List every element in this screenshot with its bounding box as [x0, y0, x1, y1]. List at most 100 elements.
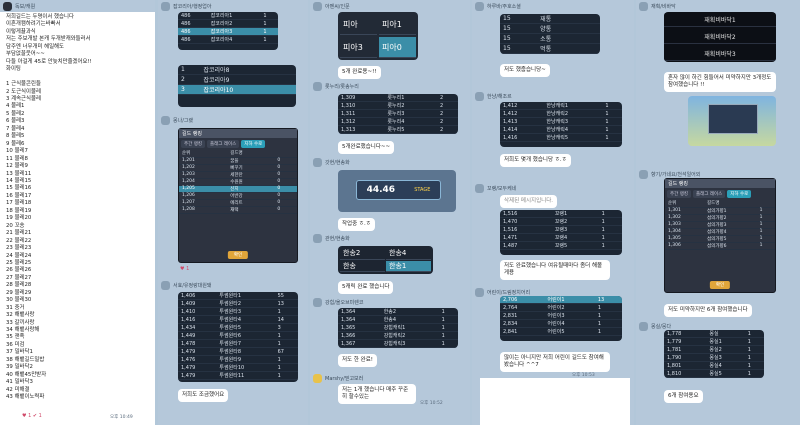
table-cell: 1,409	[178, 299, 217, 308]
profile-avatar[interactable]	[161, 280, 170, 290]
table-cell: 투썸원타6	[216, 331, 275, 340]
message-line: 26 물레26	[6, 267, 32, 274]
table-cell: 1,208	[179, 206, 228, 214]
profile-avatar[interactable]	[475, 287, 484, 297]
table-cell	[282, 84, 296, 95]
ranking-tab[interactable]: 지하 수로	[241, 140, 266, 148]
table-cell: 강힘캐릭3	[380, 339, 439, 348]
message-header: 강힘/올오브미렌코	[310, 296, 367, 308]
table-cell: 1	[598, 241, 622, 250]
character-name: 피아0	[379, 37, 416, 58]
chat-bubble[interactable]: 저도 완료했습니다 여유될때마다 좀더 해볼게용	[500, 260, 610, 280]
profile-avatar[interactable]	[639, 321, 648, 331]
table-cell: 0	[274, 206, 297, 214]
profile-avatar[interactable]	[475, 1, 484, 11]
table-cell: 1,366	[338, 331, 381, 340]
table-cell: 2,706	[500, 296, 545, 304]
message-line: 2 도근식이물레	[6, 88, 41, 95]
profile-avatar[interactable]	[3, 1, 12, 11]
chat-bubble[interactable]: 6개 참여용요	[664, 390, 703, 403]
confirm-button[interactable]: 확인	[227, 251, 249, 259]
ranking-tab[interactable]: 지하 수로	[727, 190, 752, 198]
chat-bubble[interactable]: 저희도 조금했어요	[178, 389, 229, 402]
stage-score: 44.46	[366, 185, 396, 195]
game-screenshot[interactable]	[688, 96, 776, 146]
confirm-button[interactable]: 확인	[709, 281, 731, 289]
table-cell: 0	[274, 199, 297, 207]
profile-avatar[interactable]	[313, 297, 322, 307]
ranking-tab[interactable]: 플래그 레이스	[207, 140, 240, 148]
chat-bubble[interactable]: 혼자 많이 하긴 힘들어서 미약하지만 3개정도 참여했습니다 !!	[664, 72, 776, 92]
message-line: 42 미해결	[6, 386, 30, 393]
profile-avatar[interactable]	[475, 183, 484, 193]
sender-name: 재획/비바닥	[651, 3, 676, 10]
profile-avatar[interactable]	[639, 1, 648, 11]
message-line: 29 물레29	[6, 289, 32, 296]
chat-bubble[interactable]: 저희도 몇개 했습니당 ㅎ.ㅎ	[500, 154, 571, 167]
profile-avatar[interactable]	[313, 157, 322, 167]
table-cell: 1,416	[500, 133, 544, 142]
sender-name: 갓현/현송화	[325, 159, 350, 166]
chat-bubble[interactable]: 작업중 ㅎ.ㅎ	[338, 218, 375, 231]
ranking-tab[interactable]: 주간 랭킹	[667, 190, 691, 198]
chat-bubble[interactable]: 저도 미약하지만 6개 참여했습니다	[664, 304, 752, 317]
reaction-bar[interactable]: ♥ 1 ✔ 1	[22, 413, 42, 419]
message-line: 7 물레4	[6, 125, 25, 132]
deleted-message: 삭제된 메시지입니다.	[500, 195, 558, 208]
chat-bubble[interactable]: 5캐릭 완료 했습니다	[338, 281, 394, 294]
profile-avatar[interactable]	[313, 81, 322, 91]
chat-bubble[interactable]: 저도 했줍습니당~	[500, 64, 550, 77]
profile-avatar[interactable]	[475, 91, 484, 101]
chat-bubble[interactable]: 5개 완료용~!!	[338, 66, 381, 79]
sender-name: 잡코리아/행정업아	[173, 3, 212, 10]
profile-avatar[interactable]	[313, 373, 322, 383]
table-cell: 한냥캐릭1	[543, 102, 603, 110]
chat-bubble[interactable]: 5개완료했습니다~~	[338, 141, 395, 154]
chat-bubble[interactable]: 저는 1개 했습니다 매주 꾸준히 할수있는	[338, 384, 416, 404]
table-cell: 어린이4	[544, 319, 595, 328]
sender-name: 하루바/주호소셜	[487, 3, 521, 10]
profile-avatar[interactable]	[313, 1, 322, 11]
profile-avatar[interactable]	[313, 233, 322, 243]
ranking-tab[interactable]: 주간 랭킹	[181, 140, 205, 148]
table-cell: 몽실4	[706, 361, 745, 370]
profile-avatar[interactable]	[639, 169, 648, 179]
sender-name: 어린이/드림정치어리	[487, 289, 531, 296]
table-cell: 1,410	[178, 307, 217, 316]
table-cell: 1,202	[179, 164, 228, 172]
table-cell: 1	[598, 225, 622, 234]
table-cell: 잡코리아9	[200, 74, 283, 85]
message-header: 재획/비바닥	[636, 0, 800, 12]
game-stage-screenshot[interactable]: 44.46 STAGE	[338, 170, 456, 212]
profile-avatar[interactable]	[161, 1, 170, 11]
profile-avatar[interactable]	[161, 115, 170, 125]
chat-bubble[interactable]: 많이는 아니지만 저희 어린이 길드도 참여해봤습니다 ^^7	[500, 352, 610, 372]
chat-bubble[interactable]: 저도 한 완료!	[338, 354, 378, 367]
reaction-bar[interactable]: ♥ 1	[180, 266, 189, 272]
ranking-tab[interactable]: 플래그 레이스	[693, 190, 726, 198]
